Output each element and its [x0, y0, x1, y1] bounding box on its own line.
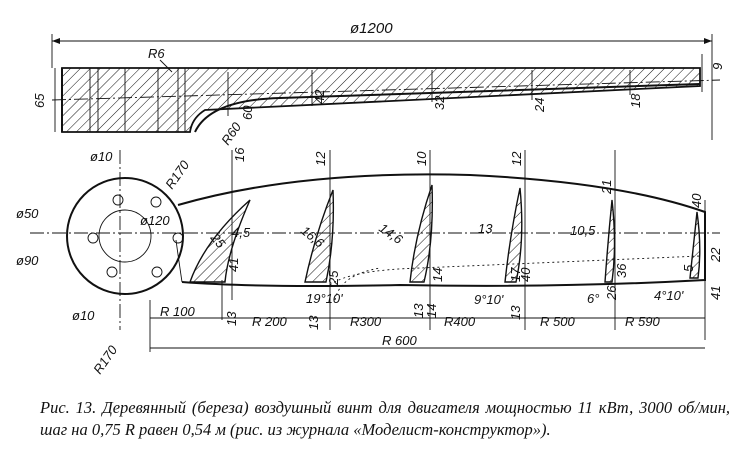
thickness-9: 9 — [710, 63, 725, 70]
section-height-5: 5 — [681, 264, 696, 272]
side-view: ø1200 65 R6 R60 60 42 32 24 18 9 — [32, 20, 725, 148]
hole-dia-label: ø10 — [90, 149, 113, 164]
chord-16: 16 — [232, 147, 247, 162]
thickness-24: 24 — [532, 98, 547, 113]
mark-13-b: 13 — [508, 305, 523, 320]
hub-outer-circle — [66, 177, 184, 295]
thickness-42: 42 — [312, 89, 327, 104]
lower-width-26: 26 — [604, 285, 619, 301]
chord-12-a: 12 — [313, 151, 328, 166]
lower-width-17: 17 — [508, 267, 523, 282]
root-radius-label: R60 — [218, 119, 244, 148]
station-r590: R 590 — [625, 314, 660, 329]
section-height-40: 40 — [518, 267, 533, 282]
station-r200: R 200 — [252, 314, 287, 329]
thickness-32: 32 — [432, 95, 447, 110]
station-r100: R 100 — [160, 304, 195, 319]
offset-13: 13 — [478, 221, 493, 236]
hub-section-hatched — [61, 67, 701, 133]
chord-10: 10 — [414, 151, 429, 166]
section-r500 — [604, 199, 616, 283]
hub-outer-label: ø50 — [16, 206, 39, 221]
section-height-36: 36 — [614, 263, 629, 278]
hole-dia-lower-label: ø10 — [72, 308, 95, 323]
section-height-13-b: 13 — [411, 303, 426, 318]
angle-9-10: 9°10' — [474, 292, 504, 307]
chord-40: 40 — [689, 193, 704, 208]
thickness-60: 60 — [240, 105, 255, 120]
station-r400: R400 — [444, 314, 476, 329]
label-4-5: 4,5 — [232, 225, 251, 240]
plan-view: ø10 ø10 ø50 ø90 ø120 R170 R170 16 12 10 … — [16, 147, 723, 377]
fillet-radius-label: R6 — [148, 46, 165, 61]
lower-width-14: 14 — [430, 268, 445, 282]
section-r300 — [409, 184, 434, 283]
figure-caption: Рис. 13. Деревянный (береза) воздушный в… — [40, 397, 730, 441]
angle-4-10: 4°10' — [654, 288, 684, 303]
mark-13-a: 13 — [306, 315, 321, 330]
lower-width-41-a: 41 — [226, 258, 241, 272]
angle-19-10: 19°10' — [306, 291, 343, 306]
diameter-label: ø1200 — [350, 20, 393, 37]
station-r300: R300 — [350, 314, 382, 329]
station-r500: R 500 — [540, 314, 575, 329]
offset-10-5: 10,5 — [570, 223, 596, 238]
chord-12-b: 12 — [509, 151, 524, 166]
hub-thickness-label: 65 — [32, 93, 47, 108]
lower-width-25: 25 — [326, 270, 341, 286]
offset-14-6: 14,6 — [376, 220, 406, 247]
section-r590 — [689, 211, 701, 279]
lower-width-41-b: 41 — [708, 286, 723, 300]
hub-dia-90-label: ø90 — [16, 253, 39, 268]
angle-6: 6° — [587, 291, 599, 306]
section-r100 — [189, 199, 251, 283]
offset-22: 22 — [708, 247, 723, 263]
hub-dia-120-label: ø120 — [140, 213, 170, 228]
station-r600: R 600 — [382, 333, 417, 348]
radius-170-upper-label: R170 — [162, 157, 193, 192]
chord-21: 21 — [599, 180, 614, 195]
section-r200 — [304, 189, 335, 283]
thickness-18: 18 — [628, 93, 643, 108]
radius-170-lower-label: R170 — [90, 342, 121, 377]
caption-lead: Рис. 13. — [40, 398, 97, 417]
caption-text: Деревянный (береза) воздушный винт для д… — [40, 398, 731, 439]
section-height-14: 14 — [424, 304, 439, 318]
